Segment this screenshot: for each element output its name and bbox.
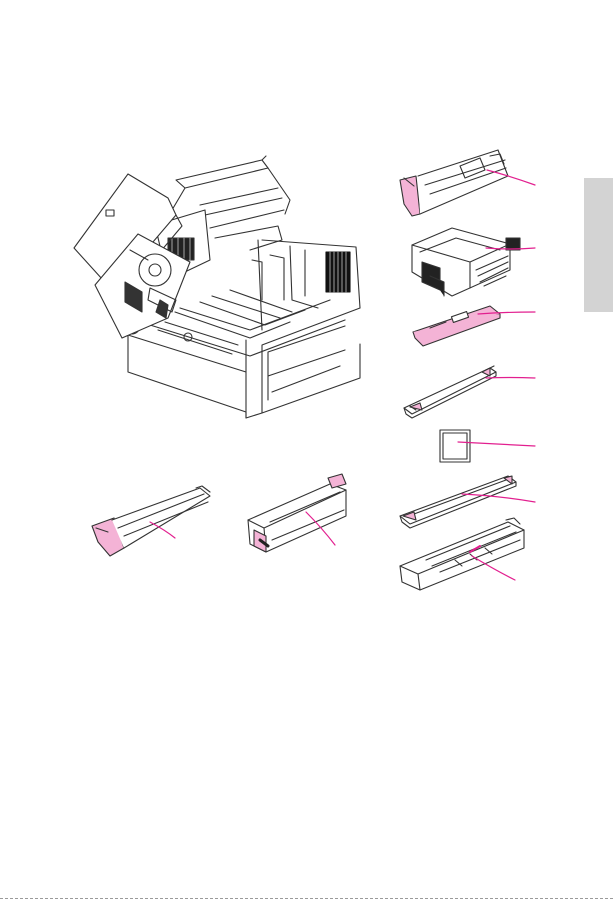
developer-cartridge [92, 486, 210, 556]
transfer-roller-unit [400, 518, 524, 590]
toner-cartridge [413, 306, 500, 346]
charge-corona [400, 476, 516, 528]
page-bottom-rule [0, 898, 613, 899]
printer-open-illustration [74, 156, 360, 418]
transfer-corona [404, 366, 496, 418]
ozone-filter [440, 430, 470, 462]
fuser-unit [412, 228, 520, 296]
drum-cartridge [400, 150, 508, 216]
callout-line [486, 378, 535, 379]
